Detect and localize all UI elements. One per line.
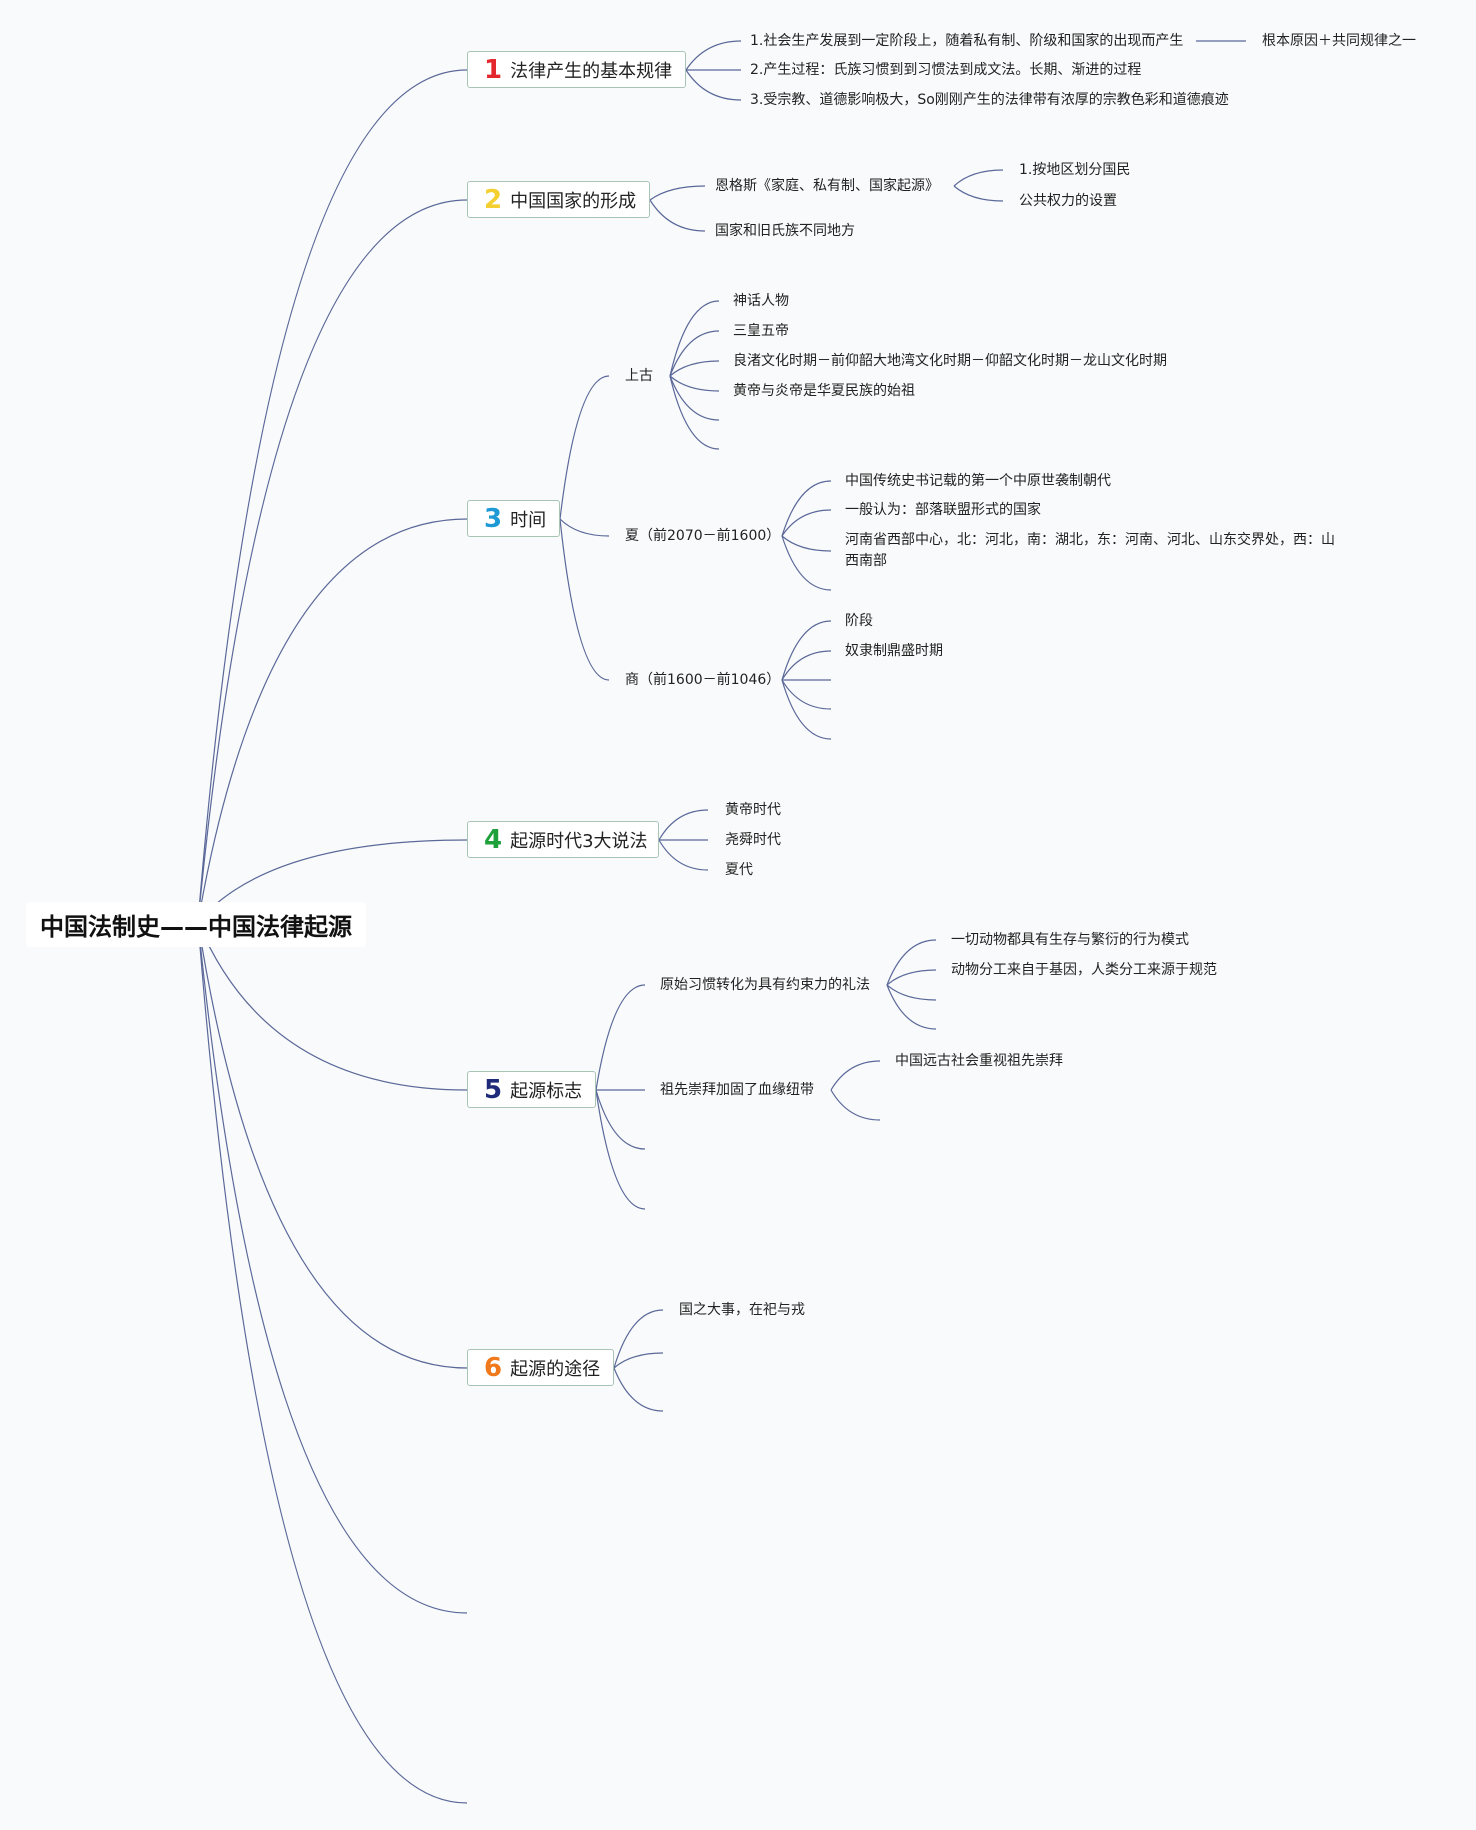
connector-line xyxy=(685,69,742,101)
subtopic-5-1[interactable]: 原始习惯转化为具有约束力的礼法 xyxy=(660,977,870,993)
connector-line xyxy=(197,921,468,1614)
subtopic-3-3-1[interactable]: 阶段 xyxy=(845,613,873,629)
connector-line xyxy=(559,375,610,520)
subtopic-3-2[interactable]: 夏（前2070－前1600） xyxy=(625,528,781,544)
connector-line xyxy=(781,679,832,710)
connector-line xyxy=(197,921,468,1804)
connector-line xyxy=(781,620,832,681)
main-topic-6[interactable]: 6 起源的途径 xyxy=(467,1349,614,1386)
connector-line xyxy=(781,650,832,681)
topic-number-1: 1 xyxy=(484,54,503,85)
main-topic-1-label: 法律产生的基本规律 xyxy=(510,60,673,82)
subtopic-3-2-2[interactable]: 一般认为：部落联盟形式的国家 xyxy=(845,502,1041,518)
topic-number-4: 4 xyxy=(484,824,503,855)
subtopic-2-1-1[interactable]: 1.按地区划分国民 xyxy=(1019,162,1131,178)
connector-line xyxy=(197,921,468,1091)
connector-line xyxy=(886,969,937,986)
main-topic-5[interactable]: 5 起源标志 xyxy=(467,1071,596,1108)
subtopic-3-1-3[interactable]: 良渚文化时期－前仰韶大地湾文化时期－仰韶文化时期－龙山文化时期 xyxy=(733,353,1167,369)
connector-line xyxy=(658,809,709,841)
topic-number-6: 6 xyxy=(484,1352,503,1383)
connector-line xyxy=(559,518,610,537)
main-topic-4[interactable]: 4 起源时代3大说法 xyxy=(467,821,659,858)
connector-line xyxy=(197,199,468,923)
subtopic-5-1-1[interactable]: 一切动物都具有生存与繁衍的行为模式 xyxy=(951,932,1189,948)
connector-line xyxy=(595,1089,646,1210)
subtopic-4-2[interactable]: 尧舜时代 xyxy=(725,832,781,848)
main-topic-1[interactable]: 1 法律产生的基本规律 xyxy=(467,51,686,88)
connector-line xyxy=(953,185,1004,202)
topic-number-5: 5 xyxy=(484,1074,503,1105)
main-topic-4-label: 起源时代3大说法 xyxy=(510,830,648,852)
connector-line xyxy=(197,518,468,923)
main-topic-6-label: 起源的途径 xyxy=(510,1358,601,1380)
subtopic-3-3-2[interactable]: 奴隶制鼎盛时期 xyxy=(845,643,943,659)
subtopic-1-3[interactable]: 3.受宗教、道德影响极大，So刚刚产生的法律带有浓厚的宗教色彩和道德痕迹 xyxy=(750,92,1229,108)
central-topic-label: 中国法制史——中国法律起源 xyxy=(40,913,352,941)
connector-line xyxy=(781,679,832,740)
main-topic-2[interactable]: 2 中国国家的形成 xyxy=(467,181,650,218)
connector-line xyxy=(781,480,832,537)
connector-line xyxy=(613,1367,664,1412)
connector-line xyxy=(953,169,1004,187)
connector-line xyxy=(830,1060,881,1091)
subtopic-2-1[interactable]: 恩格斯《家庭、私有制、国家起源》 xyxy=(715,178,939,194)
connector-line xyxy=(559,518,610,681)
subtopic-3-1[interactable]: 上古 xyxy=(625,368,653,384)
connector-line xyxy=(886,984,937,1030)
subtopic-3-1-2[interactable]: 三皇五帝 xyxy=(733,323,789,339)
main-topic-2-label: 中国国家的形成 xyxy=(510,190,637,212)
subtopic-4-1[interactable]: 黄帝时代 xyxy=(725,802,781,818)
connector-line xyxy=(613,1352,664,1369)
main-topic-5-label: 起源标志 xyxy=(510,1080,583,1102)
subtopic-2-2[interactable]: 国家和旧氏族不同地方 xyxy=(715,223,855,239)
subtopic-3-1-1[interactable]: 神话人物 xyxy=(733,293,789,309)
subtopic-1-2[interactable]: 2.产生过程：氏族习惯到到习惯法到成文法。长期、渐进的过程 xyxy=(750,62,1142,78)
connector-line xyxy=(669,300,720,377)
connector-line xyxy=(886,984,937,1001)
connector-line xyxy=(781,535,832,591)
connector-line xyxy=(781,509,832,537)
subtopic-6-1[interactable]: 国之大事，在祀与戎 xyxy=(679,1302,805,1318)
central-topic[interactable]: 中国法制史——中国法律起源 xyxy=(26,902,366,947)
connector-line xyxy=(197,921,468,1369)
connector-line xyxy=(649,185,706,201)
connector-line xyxy=(685,40,742,71)
connector-line xyxy=(197,69,468,923)
connector-line xyxy=(669,375,720,421)
connector-line xyxy=(669,375,720,392)
connector-line xyxy=(658,839,709,871)
connector-line xyxy=(613,1309,664,1369)
subtopic-5-1-2[interactable]: 动物分工来自于基因，人类分工来源于规范 xyxy=(951,962,1217,978)
main-topic-3-label: 时间 xyxy=(510,509,547,531)
connector-line xyxy=(595,1089,646,1150)
connector-line xyxy=(669,375,720,450)
subtopic-1-1[interactable]: 1.社会生产发展到一定阶段上，随着私有制、阶级和国家的出现而产生 xyxy=(750,33,1184,49)
main-topic-3[interactable]: 3 时间 xyxy=(467,500,560,537)
subtopic-1-1-1[interactable]: 根本原因＋共同规律之一 xyxy=(1262,33,1416,49)
subtopic-3-2-1[interactable]: 中国传统史书记载的第一个中原世袭制朝代 xyxy=(845,473,1111,489)
subtopic-3-3[interactable]: 商（前1600－前1046） xyxy=(625,672,781,688)
connector-line xyxy=(649,199,706,232)
connector-line xyxy=(669,360,720,377)
connector-line xyxy=(595,984,646,1091)
subtopic-3-2-3[interactable]: 河南省西部中心，北：河北，南：湖北，东：河南、河北、山东交界处，西：山西南部 xyxy=(845,532,1335,569)
subtopic-3-1-4[interactable]: 黄帝与炎帝是华夏民族的始祖 xyxy=(733,383,915,399)
topic-number-2: 2 xyxy=(484,184,503,215)
connector-line xyxy=(669,330,720,377)
subtopic-5-2[interactable]: 祖先崇拜加固了血缘纽带 xyxy=(660,1082,814,1098)
connector-line xyxy=(781,535,832,552)
subtopic-5-2-1[interactable]: 中国远古社会重视祖先崇拜 xyxy=(895,1053,1063,1069)
connector-line xyxy=(886,939,937,986)
subtopic-2-1-2[interactable]: 公共权力的设置 xyxy=(1019,193,1117,209)
subtopic-4-3[interactable]: 夏代 xyxy=(725,862,753,878)
connector-line xyxy=(830,1089,881,1121)
topic-number-3: 3 xyxy=(484,503,503,534)
